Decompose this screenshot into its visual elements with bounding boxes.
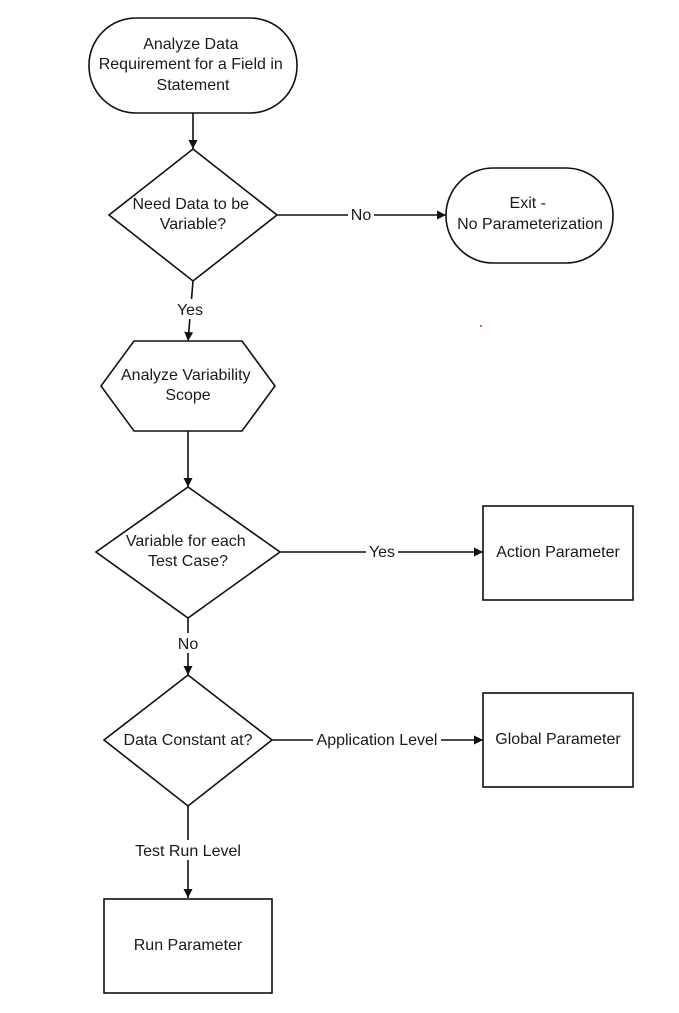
node-global-parameter: Global Parameter xyxy=(482,692,634,788)
terminator-shape xyxy=(445,167,614,264)
edge-need-to-scope: Yes xyxy=(174,280,206,342)
node-data-constant-at: Data Constant at? xyxy=(102,673,274,808)
node-label: Action Parameter xyxy=(496,544,620,561)
edge-label-no: No xyxy=(351,207,372,224)
node-exit-no-parameterization: Exit - No Parameterization xyxy=(445,167,614,264)
terminator-shape xyxy=(88,17,298,114)
node-run-parameter: Run Parameter xyxy=(103,898,273,994)
node-label: Need Data to be Variable? xyxy=(133,196,254,233)
node-label: Data Constant at? xyxy=(124,732,253,749)
process-shape xyxy=(482,505,634,601)
node-analyze-variability-scope: Analyze Variability Scope xyxy=(100,340,276,432)
edge-label-no: No xyxy=(178,636,199,653)
edge-constant-to-global: Application Level xyxy=(272,730,483,749)
stray-dot xyxy=(479,324,483,328)
node-label: Global Parameter xyxy=(495,731,621,748)
edges: No Yes Yes No Application Level Test Ru xyxy=(130,113,483,898)
edge-label-yes: Yes xyxy=(177,302,203,319)
edge-label-yes: Yes xyxy=(369,544,395,561)
node-variable-each-test-case: Variable for each Test Case? xyxy=(94,486,282,619)
edge-label-test-run-level: Test Run Level xyxy=(135,843,241,860)
node-action-parameter: Action Parameter xyxy=(482,505,634,601)
node-label: Variable for each Test Case? xyxy=(126,533,250,570)
node-analyze-data-requirement: Analyze Data Requirement for a Field in … xyxy=(88,17,298,114)
decision-shape xyxy=(102,673,274,808)
edge-need-to-exit: No xyxy=(277,205,446,224)
node-label: Exit - No Parameterization xyxy=(457,195,603,233)
decision-shape xyxy=(107,147,279,283)
node-label: Run Parameter xyxy=(134,937,243,954)
process-shape xyxy=(103,898,273,994)
nodes: Analyze Data Requirement for a Field in … xyxy=(88,17,634,994)
edge-each-to-action: Yes xyxy=(280,542,483,561)
edge-constant-to-run: Test Run Level xyxy=(130,806,246,898)
edge-label-application-level: Application Level xyxy=(317,732,438,749)
preparation-shape xyxy=(100,340,276,432)
node-need-data-variable: Need Data to be Variable? xyxy=(107,147,279,283)
edge-each-to-constant: No xyxy=(175,618,201,675)
process-shape xyxy=(482,692,634,788)
decision-shape xyxy=(94,486,282,619)
node-label: Analyze Data Requirement for a Field in … xyxy=(99,36,288,94)
node-label: Analyze Variability Scope xyxy=(121,367,255,404)
